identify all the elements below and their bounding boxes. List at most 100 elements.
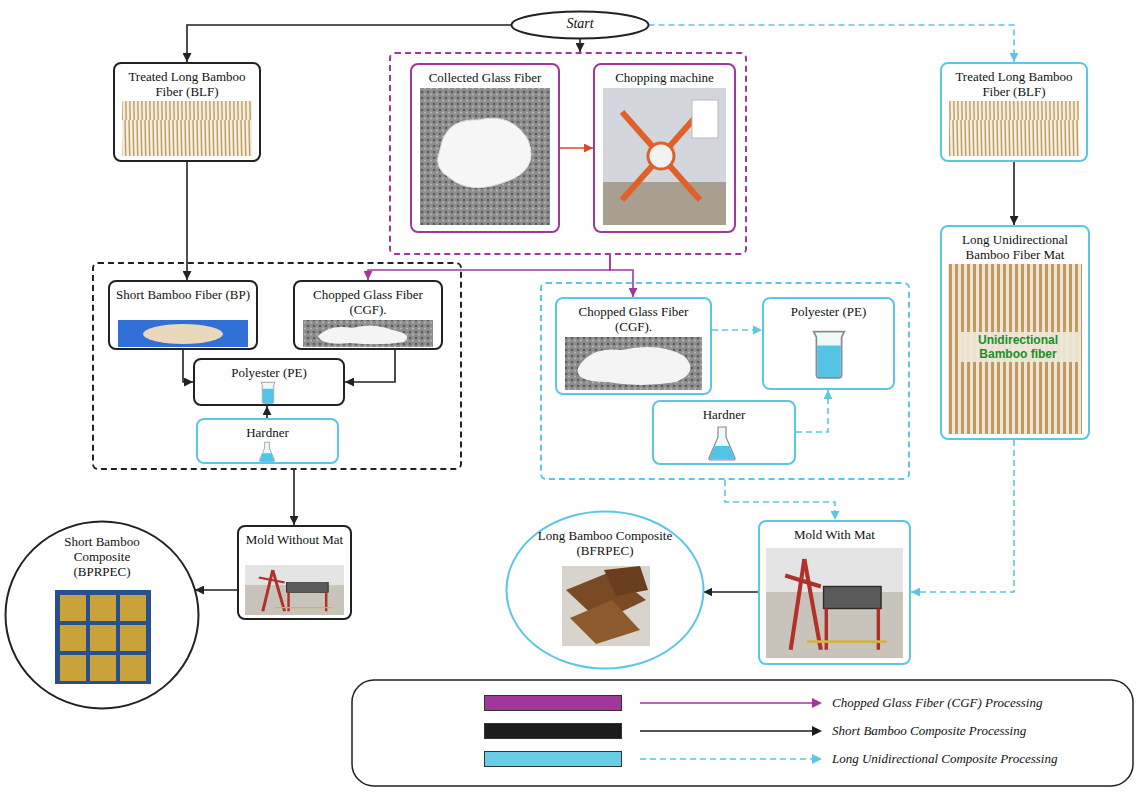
group-box: Short Bamboo Fiber (BP) Chopped Glass Fib… <box>92 262 462 470</box>
result-circle: Short Bamboo Composite (BPRPEC) <box>4 520 200 710</box>
process-box: Mold Without Mat <box>237 525 352 620</box>
node-label: Polyester (PE) <box>195 360 343 380</box>
node-label: Treated Long Bamboo Fiber (BLF) <box>942 64 1086 99</box>
tile-composite-photo <box>60 625 86 651</box>
process-box: Hardner <box>196 418 339 464</box>
legend-label: Chopped Glass Fiber (CGF) Processing <box>832 695 1042 711</box>
chopped-glass-photo <box>578 347 691 385</box>
group-box: Chopped Glass Fiber (CGF). Polyester (PE)… <box>540 282 910 480</box>
legend-arrow-sample <box>640 702 812 704</box>
short-fiber-photo <box>143 324 223 344</box>
node-label: Polyester (PE) <box>764 299 893 319</box>
process-box: Polyester (PE) <box>762 297 895 390</box>
chopping-machine-photo <box>648 143 674 169</box>
tile-composite-photo <box>90 625 116 651</box>
tile-composite-photo <box>120 625 146 651</box>
legend-arrow-sample <box>640 726 822 736</box>
start-ellipse: Start <box>510 10 650 40</box>
process-box: Collected Glass Fiber <box>410 63 560 233</box>
tile-composite-photo <box>55 590 151 684</box>
tile-composite-photo <box>60 655 86 681</box>
chopping-machine-photo <box>622 112 700 200</box>
legend-swatch <box>484 723 622 739</box>
flow-arrow <box>183 350 193 382</box>
process-box: Mold With Mat <box>758 520 911 665</box>
chopped-glass-photo <box>565 337 702 390</box>
flask-icon <box>259 442 274 461</box>
legend-frame <box>352 680 1133 786</box>
flask-icon <box>709 427 735 460</box>
tile-composite-photo <box>90 595 116 621</box>
node-label: Hardner <box>198 420 337 440</box>
flow-arrow <box>725 480 835 520</box>
chopping-machine-photo <box>603 88 726 225</box>
group-box: Collected Glass Fiber Chopping machine <box>389 52 747 255</box>
bamboo-fiber-photo <box>122 101 252 156</box>
flow-arrow <box>703 591 758 593</box>
short-fiber-photo <box>118 320 248 347</box>
legend-label: Short Bamboo Composite Processing <box>832 723 1026 739</box>
chopping-machine-photo <box>603 88 726 225</box>
flow-arrow <box>560 147 593 149</box>
flow-arrow <box>187 25 512 62</box>
bamboo-fiber-photo <box>949 101 1079 156</box>
node-label: Treated Long Bamboo Fiber (BLF) <box>115 64 259 99</box>
process-box: Chopping machine <box>593 63 736 233</box>
node-label: Mold Without Mat <box>239 527 350 547</box>
node-label: Chopped Glass Fiber (CGF). <box>295 282 441 317</box>
chopped-glass-photo <box>303 320 433 347</box>
flow-arrow <box>610 255 633 297</box>
legend-frame <box>352 680 1133 786</box>
legend-arrow-sample <box>640 758 812 760</box>
legend-arrow-sample <box>640 698 822 708</box>
process-box: Treated Long Bamboo Fiber (BLF) <box>113 62 261 162</box>
chopping-machine-photo <box>603 182 726 225</box>
glass-fiber-photo <box>438 118 532 187</box>
tile-composite-photo <box>120 595 146 621</box>
flow-arrow <box>1013 162 1015 225</box>
node-label: Short Bamboo Fiber (BP) <box>110 282 256 302</box>
process-box: Chopped Glass Fiber (CGF). <box>293 280 443 350</box>
node-label: Short Bamboo Composite (BPRPEC) <box>40 520 164 579</box>
result-circle: Long Bamboo Composite (BFRPEC) <box>505 510 705 670</box>
bamboo-mat-photo <box>948 264 1082 434</box>
node-label: Chopping machine <box>595 65 734 85</box>
node-label: Hardner <box>654 402 794 422</box>
mold-photo <box>766 548 903 658</box>
flow-arrow <box>911 440 1014 592</box>
bamboo-fiber-photo <box>122 101 252 156</box>
node-label: Mold With Mat <box>760 522 909 542</box>
long-composite-photo <box>570 600 640 644</box>
beaker-icon <box>814 332 845 378</box>
process-box: Hardner <box>652 400 796 465</box>
node-label: Chopped Glass Fiber (CGF). <box>557 299 710 334</box>
flow-arrow <box>266 406 268 418</box>
legend-arrow-sample <box>812 754 822 764</box>
bamboo-fiber-photo <box>949 101 1079 156</box>
short-fiber-photo <box>118 320 248 347</box>
flow-arrow <box>579 39 581 53</box>
chopped-glass-photo <box>303 320 433 347</box>
process-box: Treated Long Bamboo Fiber (BLF) <box>940 62 1088 162</box>
chopped-glass-photo <box>565 337 702 390</box>
long-composite-photo <box>562 566 650 646</box>
tile-composite-photo <box>90 655 116 681</box>
legend-swatch <box>484 751 622 767</box>
legend-arrow-sample <box>640 730 812 732</box>
bamboo-mat-photo <box>948 264 1082 434</box>
beaker-icon <box>261 382 275 403</box>
legend-arrow-sample <box>640 754 822 764</box>
node-label: Long Unidirectional Bamboo Fiber Mat <box>942 227 1088 262</box>
long-composite-photo <box>562 566 650 646</box>
legend-arrow-sample <box>812 698 822 708</box>
mold-photo <box>245 565 344 615</box>
node-label: Long Bamboo Composite (BFRPEC) <box>530 510 680 558</box>
long-composite-photo <box>604 566 648 596</box>
chopping-machine-photo <box>622 112 700 200</box>
flow-arrow <box>796 390 828 432</box>
legend-label: Long Unidirectional Composite Processing <box>832 751 1057 767</box>
chopping-machine-photo <box>692 100 718 138</box>
process-box: Chopped Glass Fiber (CGF). <box>555 297 712 395</box>
legend-arrow-sample <box>812 726 822 736</box>
flow-arrow <box>649 25 1015 62</box>
